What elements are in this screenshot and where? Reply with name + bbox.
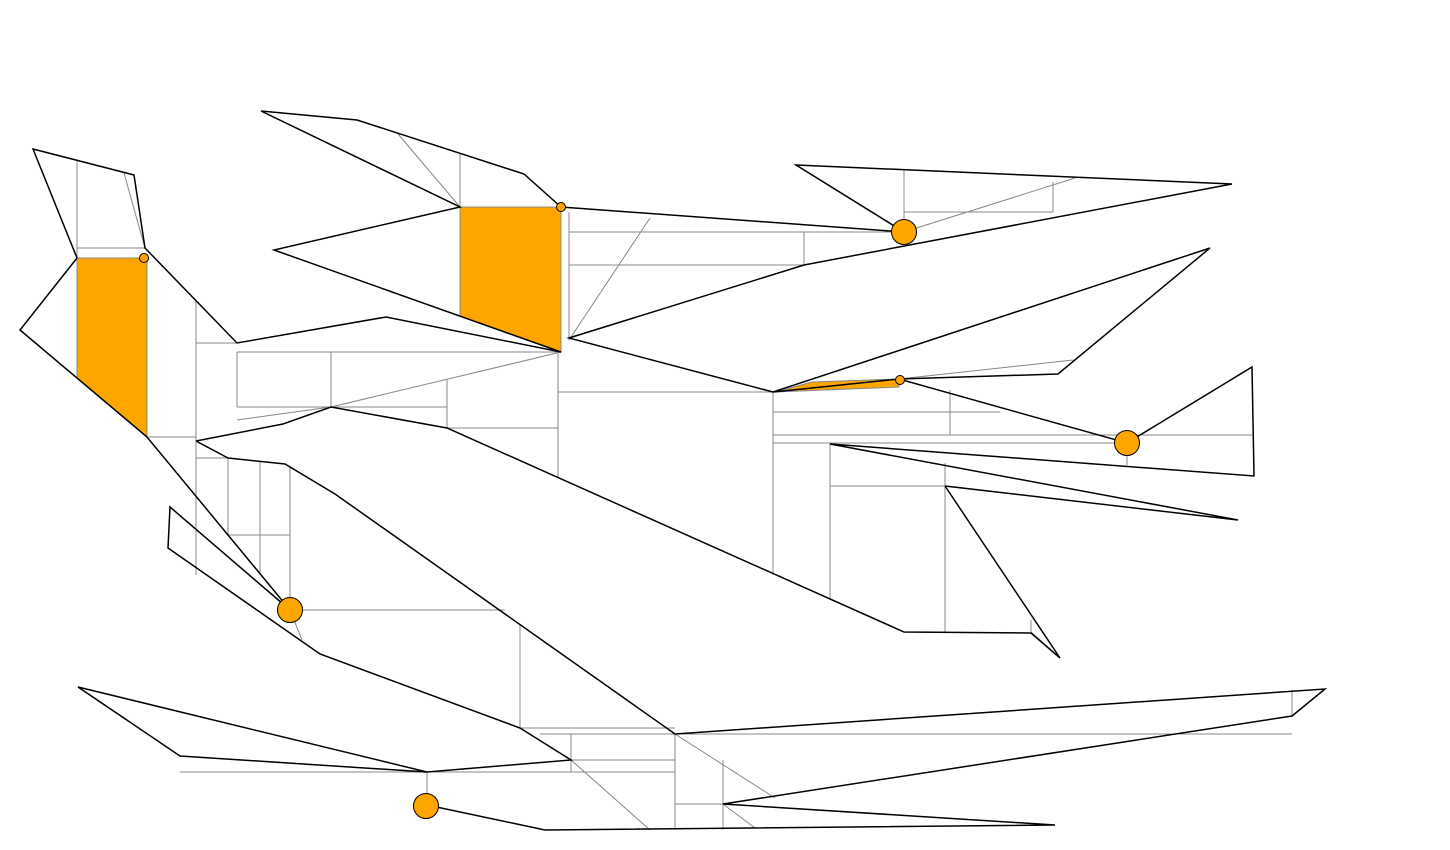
markers [139, 202, 1140, 819]
highlight-region-left [76, 257, 148, 439]
outline-left-mid [195, 406, 1061, 659]
outline-central-diagonal [195, 440, 1328, 831]
marker-small-left [139, 253, 149, 263]
outline-left-body [18, 257, 291, 611]
marker-large-right [1114, 430, 1140, 456]
highlighted-regions [76, 206, 900, 439]
highlight-region-top [459, 206, 562, 353]
outline-right-wing-base [772, 378, 900, 393]
outline-shapes [18, 110, 1328, 831]
outline-lower-left [77, 505, 574, 773]
outline-top-right [566, 164, 1255, 521]
outline-left-bird [31, 147, 562, 353]
marker-large-left [277, 597, 303, 623]
partition-lines [76, 133, 1293, 831]
marker-small-right [895, 375, 905, 385]
marker-large-bottom [413, 793, 439, 819]
outline-top-bird [260, 110, 905, 353]
marker-small-top [556, 202, 566, 212]
marker-large-top-right [891, 219, 917, 245]
